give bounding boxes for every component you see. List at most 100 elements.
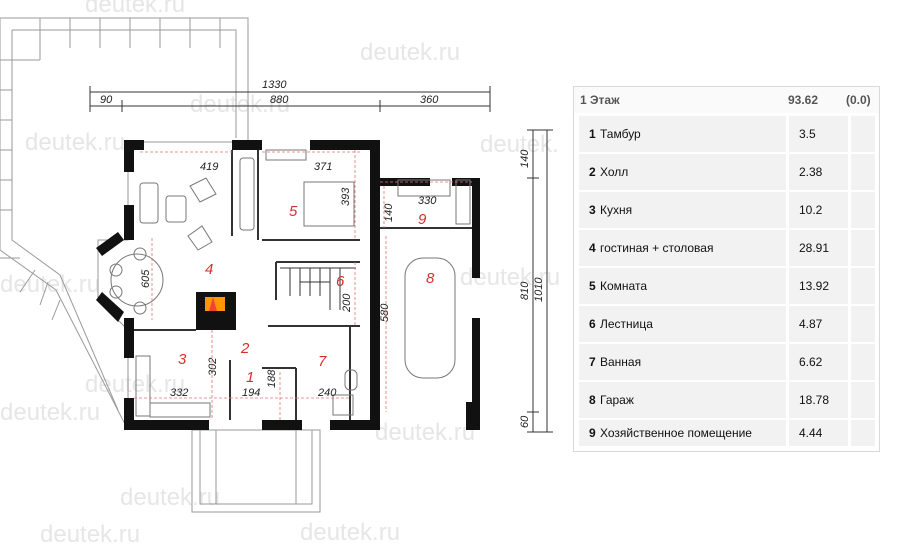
- table-header: 1 Этаж 93.62 (0.0): [574, 87, 879, 113]
- watermark: deutek.ru: [0, 271, 100, 298]
- watermark: deutek.ru: [85, 371, 185, 398]
- room-area-cell: 13.92: [789, 268, 848, 304]
- room-extra-cell: [851, 154, 875, 190]
- dim-dining-height: 605: [140, 269, 152, 288]
- room-number-5: 5: [289, 203, 298, 220]
- room-area: 10.2: [799, 203, 823, 217]
- terrace: [0, 17, 249, 431]
- room-area: 28.91: [799, 241, 830, 255]
- room-number: 9: [589, 426, 596, 440]
- room-area: 6.62: [799, 355, 823, 369]
- room-number-6: 6: [336, 273, 345, 290]
- dim-width-right: 360: [420, 94, 439, 106]
- room-number-7: 7: [318, 353, 327, 370]
- floor-extra-area: (0.0): [846, 93, 871, 107]
- room-number: 2: [589, 165, 596, 179]
- room-name-cell: 8 Гараж: [579, 382, 786, 418]
- dim-kitchen-height: 302: [207, 358, 219, 376]
- room-name-cell: 9 Хозяйственное помещение: [579, 420, 786, 446]
- floor-plan-drawing: deutek.ru deutek.ru deutek.ru deutek.ru …: [0, 0, 560, 548]
- table-row: 9 Хозяйственное помещение 4.44: [579, 420, 875, 446]
- room-extra-cell: [851, 344, 875, 380]
- room-area: 4.44: [799, 426, 823, 440]
- room-area: 13.92: [799, 279, 830, 293]
- room-name-cell: 4 гостиная + столовая: [579, 230, 786, 266]
- room-name: Лестница: [600, 317, 653, 331]
- room-area-cell: 10.2: [789, 192, 848, 228]
- dim-kitchen-width: 332: [170, 387, 188, 399]
- inner-dimension-lines: [134, 150, 472, 420]
- watermark: deutek.ru: [0, 399, 100, 426]
- room-number-3: 3: [178, 351, 187, 368]
- room-area: 4.87: [799, 317, 823, 331]
- table-row: 6 Лестница 4.87: [579, 306, 875, 342]
- room-number-1: 1: [246, 369, 254, 386]
- dim-width-main: 880: [270, 94, 289, 106]
- room-number-8: 8: [426, 270, 435, 287]
- dim-height-total: 1010: [533, 277, 545, 302]
- room-area-table: 1 Этаж 93.62 (0.0) 1 Тамбур 3.5 2 Холл 2…: [573, 86, 880, 452]
- dim-height-bottom: 60: [519, 415, 531, 428]
- room-name: Ванная: [600, 355, 642, 369]
- table-row: 5 Комната 13.92: [579, 268, 875, 304]
- floor-number: 1: [580, 93, 587, 107]
- room-name-cell: 2 Холл: [579, 154, 786, 190]
- room-name: гостиная + столовая: [600, 241, 714, 255]
- table-row: 1 Тамбур 3.5: [579, 116, 875, 152]
- room-number-2: 2: [240, 340, 250, 357]
- room-extra-cell: [851, 230, 875, 266]
- room-area-cell: 28.91: [789, 230, 848, 266]
- watermark: deutek.ru: [360, 39, 460, 66]
- watermark: deutek.ru: [190, 91, 290, 118]
- room-name-cell: 5 Комната: [579, 268, 786, 304]
- floor-total-area: 93.62: [788, 93, 819, 107]
- room-name-cell: 3 Кухня: [579, 192, 786, 228]
- room-extra-cell: [851, 268, 875, 304]
- room-name: Комната: [600, 279, 647, 293]
- room-area-cell: 3.5: [789, 116, 848, 152]
- room-extra-cell: [851, 420, 875, 446]
- room-name-cell: 6 Лестница: [579, 306, 786, 342]
- porch: [191, 429, 321, 513]
- room-number: 4: [589, 241, 596, 255]
- table-row: 3 Кухня 10.2: [579, 192, 875, 228]
- table-row: 4 гостиная + столовая 28.91: [579, 230, 875, 266]
- floor-plan: deutek.ru deutek.ru deutek.ru deutek.ru …: [0, 0, 560, 548]
- dim-total-width: 1330: [262, 79, 287, 91]
- dim-vestibule-width: 194: [242, 387, 260, 399]
- room-area-cell: 18.78: [789, 382, 848, 418]
- watermark: deutek.ru: [40, 521, 140, 548]
- outer-walls: [96, 140, 480, 430]
- room-name: Холл: [600, 165, 629, 179]
- dim-height-main: 810: [519, 281, 531, 300]
- room-number: 7: [589, 355, 596, 369]
- dim-height-top: 140: [519, 149, 531, 168]
- room-area-cell: 2.38: [789, 154, 848, 190]
- dim-width-left: 90: [100, 94, 113, 106]
- dim-room5-width: 371: [314, 161, 332, 173]
- room-name: Хозяйственное помещение: [600, 426, 752, 440]
- room-name: Тамбур: [600, 127, 641, 141]
- room-number: 3: [589, 203, 596, 217]
- table-row: 7 Ванная 6.62: [579, 344, 875, 380]
- dim-room9-width: 330: [418, 195, 437, 207]
- room-number: 6: [589, 317, 596, 331]
- room-extra-cell: [851, 192, 875, 228]
- dim-garage-height: 580: [379, 303, 391, 322]
- dim-vestibule-height: 188: [266, 369, 278, 388]
- dimension-lines: [89, 86, 553, 433]
- dim-stair-height: 200: [341, 293, 353, 313]
- table-row: 2 Холл 2.38: [579, 154, 875, 190]
- room-area-cell: 6.62: [789, 344, 848, 380]
- room-number: 1: [589, 127, 596, 141]
- room-number-9: 9: [418, 211, 427, 228]
- room-name: Гараж: [600, 393, 634, 407]
- watermark: deutek.ru: [120, 484, 220, 511]
- room-extra-cell: [851, 116, 875, 152]
- room-name: Кухня: [600, 203, 633, 217]
- watermark: deutek.ru: [25, 129, 125, 156]
- room-area-cell: 4.44: [789, 420, 848, 446]
- table-row: 8 Гараж 18.78: [579, 382, 875, 418]
- staircase: [280, 267, 356, 310]
- room-extra-cell: [851, 306, 875, 342]
